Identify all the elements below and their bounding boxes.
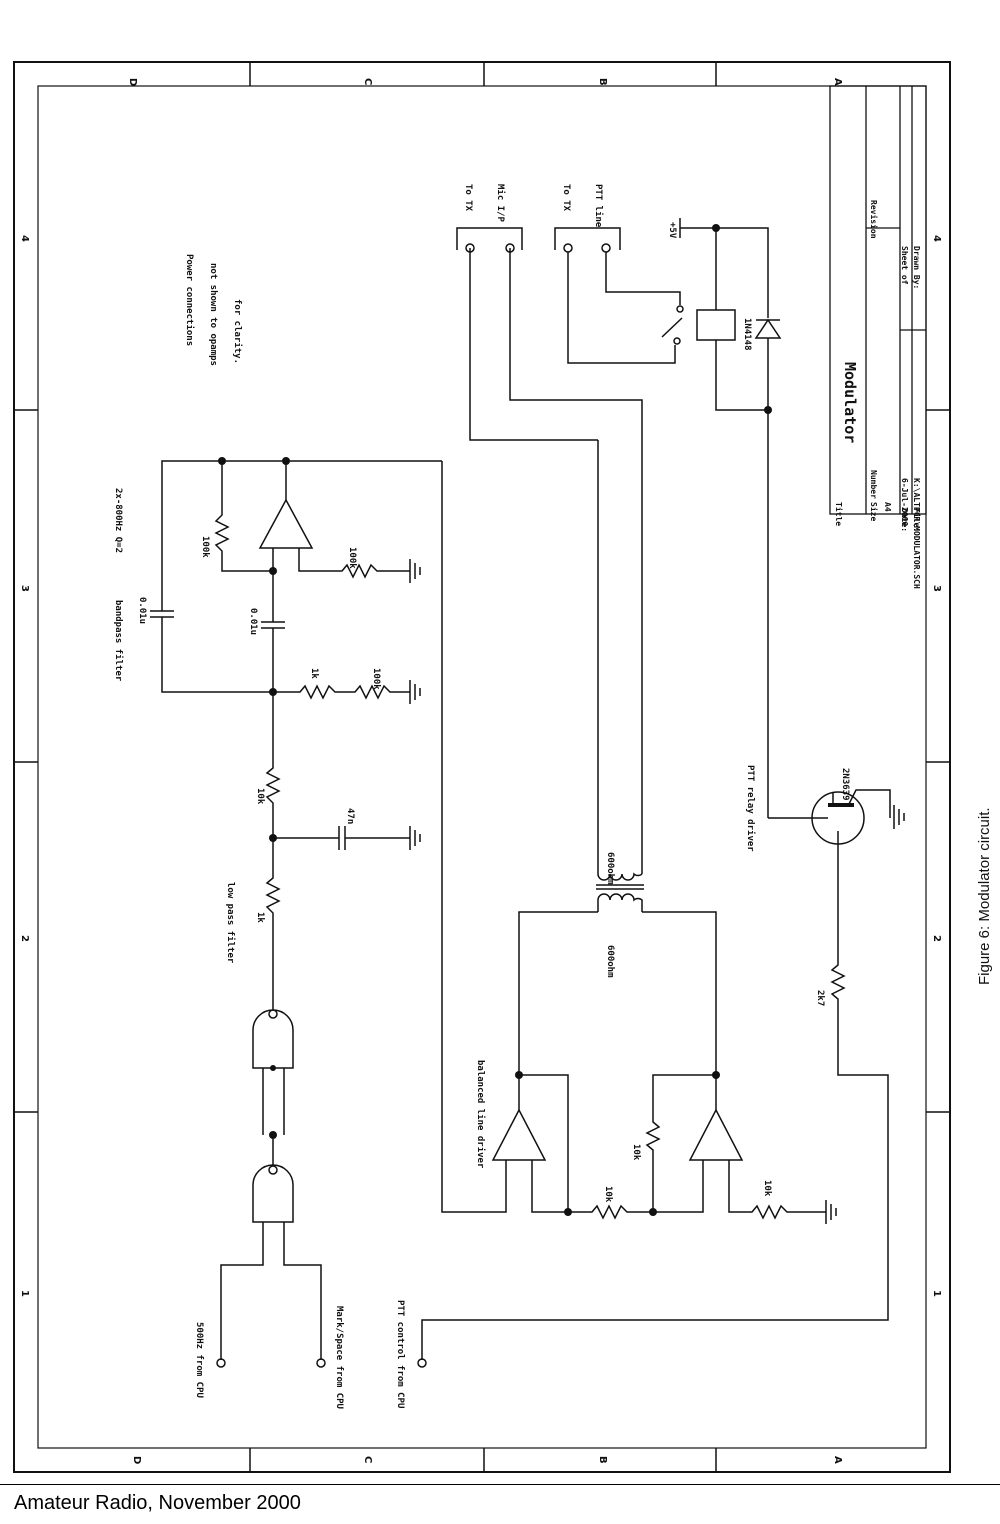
transformer [596,440,644,912]
and-gate-1 [252,1164,294,1223]
page-footer: Amateur Radio, November 2000 [14,1492,301,1514]
ground-symbol [409,559,421,583]
resistor-label: 2k7 [815,990,825,1006]
title-value: Modulator [841,362,859,443]
zone-letter: C [362,78,373,85]
zone-number: 4 [19,235,30,242]
connector-label: PTT line [593,184,604,228]
zone-number: 1 [931,1290,942,1297]
notes: Power connections not shown to opamps fo… [113,254,756,1169]
figure-caption: Figure 6: Modulator circuit. [976,807,993,985]
lowpass-label: low pass filter [225,882,236,964]
zone-number: 4 [931,235,942,242]
capacitor-label: 47n [345,808,355,824]
opamp-1 [258,498,314,549]
zone-number: 3 [931,585,942,592]
input-label: 500Hz from CPU [194,1322,204,1398]
power-note: not shown to opamps [208,263,218,366]
zone-letter: D [131,1456,142,1464]
input-label: PTT control from CPU [395,1300,405,1408]
ground-symbol [825,1200,837,1224]
transformer-label: 600ohm [605,945,615,978]
number-label: Number [869,470,878,499]
file-value: K:\ALTPCH\MODULATOR.SCH [912,478,921,589]
drawn-by-label: Drawn By: [912,246,921,289]
balanced-driver-label: balanced line driver [475,1060,486,1169]
connector-labels: To TX Mic I/P To TX PTT line [463,184,604,228]
transformer-label: 600ohm [605,852,615,885]
title-label: Title [834,502,844,526]
resistor-label: 100k [371,668,381,690]
size-label: Size [869,502,879,521]
zone-number: 2 [931,935,942,942]
supply-label: +5V [667,222,677,239]
input-label: Mark/Space from CPU [334,1306,344,1409]
resistor-label: 10k [762,1180,772,1197]
opamp-3 [688,1108,744,1161]
revision-label: Revision [869,200,879,239]
zone-letter: B [597,1456,608,1464]
resistor-label: 100k [200,536,210,558]
opamp-2 [491,1108,547,1161]
sheet-label: Sheet of [900,246,909,285]
and-gate-2 [252,1009,294,1069]
date-value: 6-Jul-2000 [900,478,909,526]
connector-label: To TX [561,184,571,212]
power-note: for clarity. [232,299,243,364]
ground-symbol [409,680,421,704]
date-label: Date: [900,508,909,532]
input-labels: 500Hz from CPU Mark/Space from CPU PTT c… [194,1300,405,1409]
resistor-label: 10k [603,1186,613,1203]
resistor-label: 10k [631,1144,641,1161]
zone-letter: C [362,1456,373,1463]
zone-letter: A [832,78,843,86]
resistor-label: 100k [347,547,357,569]
zone-ticks [14,62,950,1472]
footer-rule [0,1484,1000,1485]
ptt-driver-label: PTT relay driver [745,765,756,852]
inner-border [37,85,927,1449]
connector-label: Mic I/P [495,184,506,223]
connector-label: To TX [463,184,473,212]
power-note: Power connections [184,254,195,346]
size-value: A4 [883,502,892,512]
junctions [218,224,772,1216]
zone-letter: B [597,78,608,86]
bandpass-label: bandpass filter [113,600,124,682]
title-block-frame [829,85,927,515]
capacitor-label: 0.01u [137,597,147,624]
transistor-label: 2N3639 [840,768,850,801]
zone-letter: D [127,78,138,86]
file-label: File: [912,508,922,532]
outer-border [13,61,951,1473]
zone-letter: A [832,1456,843,1464]
resistor-label: 1k [255,912,265,923]
component-labels: 1k 10k 47n 1k 100k 100k 100k 0.01u 0.01u… [137,222,850,1203]
relay-switch [661,305,684,345]
resistor-label: 1k [309,668,319,679]
connector-tx-mic [456,227,523,253]
diode-label: 1N4148 [742,318,752,351]
zone-number: 1 [19,1290,30,1297]
zone-number: 3 [19,585,30,592]
diode [754,318,782,818]
ground-symbol [409,826,421,850]
title-block: Title Modulator Size A4 Number Revision … [834,200,922,589]
connector-tx-ptt [554,227,621,253]
zone-number: 2 [19,935,30,942]
zone-labels: D C B A D C B A 1 2 3 4 1 2 3 4 [19,78,942,1464]
bandpass-freq-label: 2x-800Hz Q=2 [113,488,123,553]
resistor-label: 10k [255,788,265,805]
relay-coil [696,309,736,341]
ground-symbol [893,805,905,829]
capacitor-label: 0.01u [248,608,258,635]
